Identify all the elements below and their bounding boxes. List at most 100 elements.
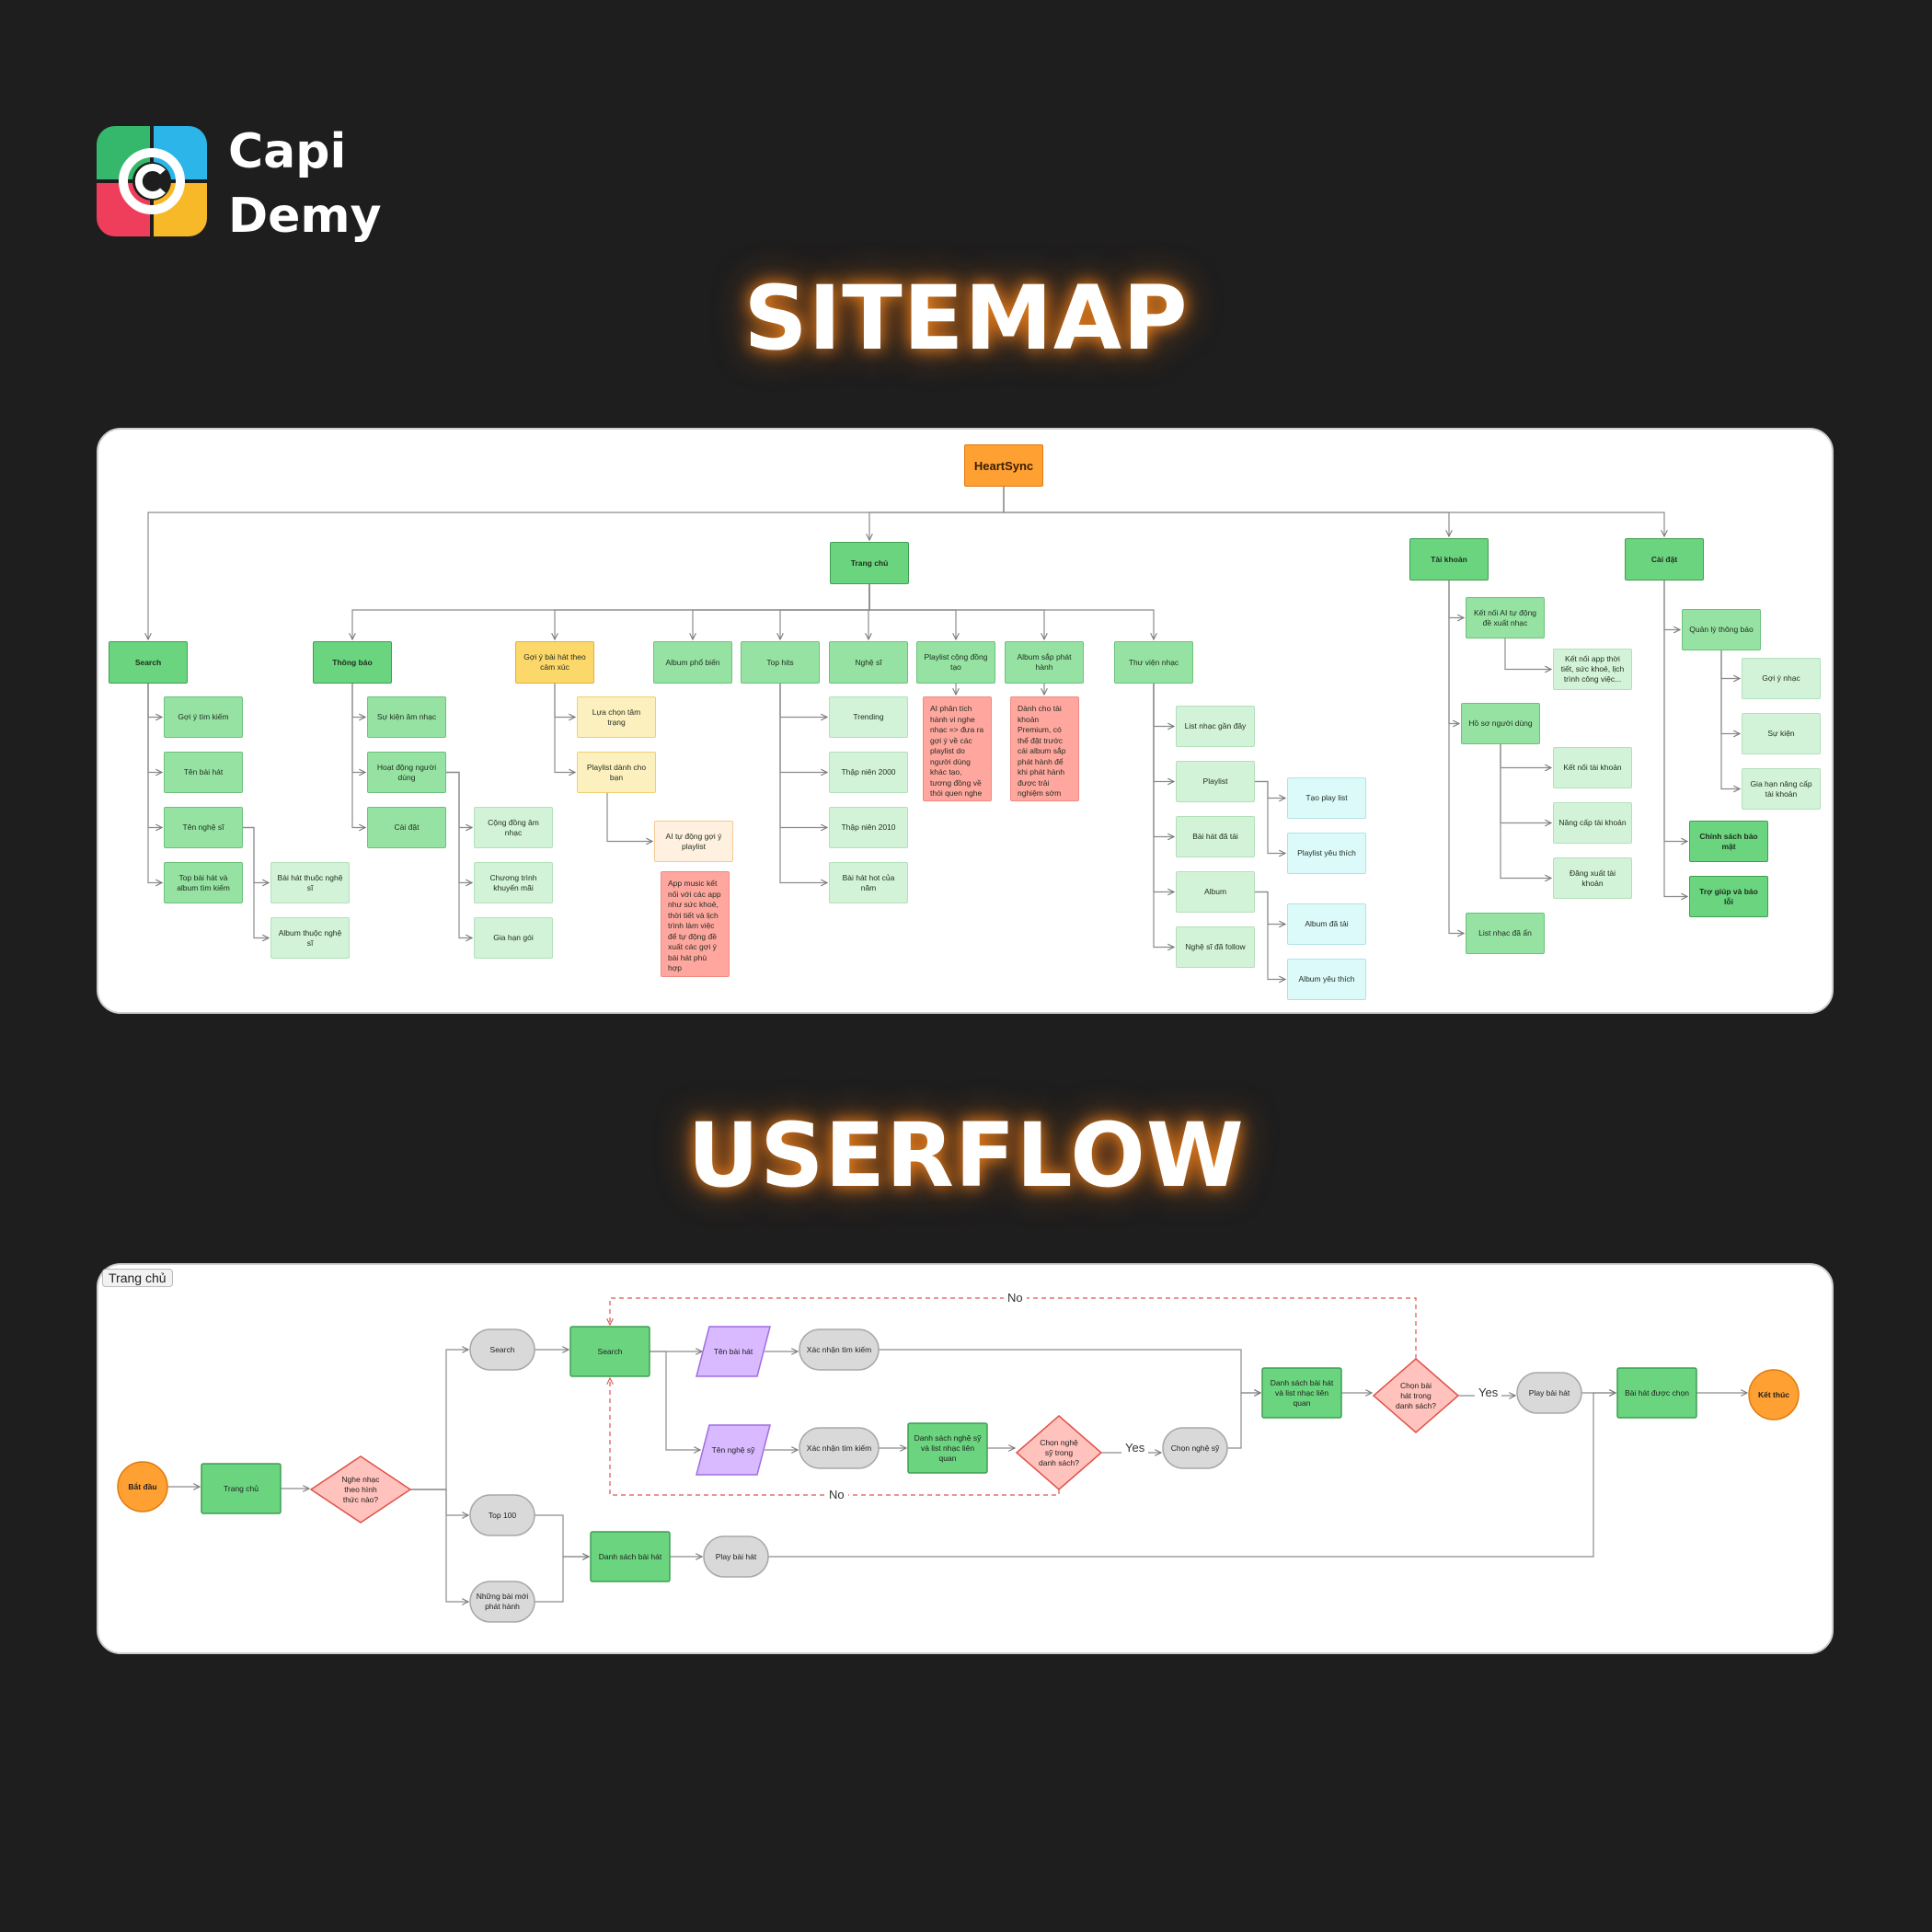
flow-edge-d1-moi <box>410 1489 468 1602</box>
flow-shape-chonns[interactable] <box>1162 1427 1228 1469</box>
sitemap-node-plcdnote[interactable]: AI phân tích hành vi nghe nhạc => đưa ra… <box>923 696 992 801</box>
flow-shape-xn2[interactable] <box>799 1427 880 1469</box>
sitemap-node-thongbao[interactable]: Thông báo <box>313 641 392 684</box>
connector-s2 <box>147 684 162 773</box>
flow-edge-d1-search <box>410 1350 468 1490</box>
sitemap-node-s2[interactable]: Tên bài hát <box>164 752 243 793</box>
flow-shape-dsbh2[interactable] <box>590 1531 671 1582</box>
sitemap-node-cd1c[interactable]: Gia hạn nâng cấp tài khoản <box>1742 768 1821 810</box>
sitemap-node-tb1[interactable]: Sự kiện âm nhạc <box>367 696 446 738</box>
sitemap-node-tb2[interactable]: Hoạt động người dùng <box>367 752 446 793</box>
sitemap-node-tv2[interactable]: Playlist <box>1176 761 1255 802</box>
connector-tk2b <box>1500 744 1551 823</box>
sitemap-node-th1[interactable]: Trending <box>829 696 908 738</box>
flow-shape-start[interactable] <box>117 1461 168 1512</box>
sitemap-node-tv4[interactable]: Album <box>1176 871 1255 913</box>
sitemap-node-taikhoan[interactable]: Tài khoản <box>1409 538 1489 581</box>
sitemap-node-th4[interactable]: Bài hát hot của năm <box>829 862 908 903</box>
sitemap-node-tv2b[interactable]: Playlist yêu thích <box>1287 833 1366 874</box>
flow-shape-searchRect[interactable] <box>569 1326 650 1377</box>
sitemap-node-albumpb[interactable]: Album phổ biến <box>653 641 732 684</box>
sitemap-node-goiy[interactable]: Gợi ý bài hát theo cảm xúc <box>515 641 594 684</box>
flow-shape-end[interactable] <box>1748 1369 1800 1420</box>
sitemap-node-th2[interactable]: Thập niên 2000 <box>829 752 908 793</box>
flow-shape-searchPill[interactable] <box>469 1328 535 1371</box>
flow-shape-play2[interactable] <box>703 1535 769 1578</box>
connector-tb2 <box>351 684 365 773</box>
sitemap-node-tk1[interactable]: Kết nối AI tự động đề xuất nhạc <box>1466 597 1545 638</box>
flow-shape-d3[interactable] <box>1372 1358 1460 1433</box>
flow-edge-xn1-dsbh <box>879 1349 1260 1393</box>
sitemap-node-tv4a[interactable]: Album đã tải <box>1287 903 1366 945</box>
connector-tophits <box>780 584 870 639</box>
sitemap-node-tv4b[interactable]: Album yêu thích <box>1287 959 1366 1000</box>
sitemap-node-gy2a[interactable]: AI tự động gợi ý playlist <box>654 821 733 862</box>
flow-shape-d1[interactable] <box>309 1455 412 1524</box>
connector-plcd <box>868 584 956 639</box>
connector-tv2b <box>1255 780 1285 854</box>
sitemap-node-trangchu[interactable]: Trang chủ <box>830 542 909 584</box>
connector-gy2a <box>606 793 652 842</box>
sitemap-node-th3[interactable]: Thập niên 2010 <box>829 807 908 848</box>
sitemap-node-cd1b[interactable]: Sự kiện <box>1742 713 1821 754</box>
sitemap-node-s3a[interactable]: Bài hát thuộc nghệ sĩ <box>270 862 350 903</box>
flow-edge-d1-top100 <box>410 1489 468 1515</box>
connector-tb3 <box>351 684 365 828</box>
connector-tv4 <box>1153 684 1174 892</box>
sitemap-node-cd1a[interactable]: Gợi ý nhạc <box>1742 658 1821 699</box>
flow-shape-d2[interactable] <box>1015 1415 1103 1490</box>
sitemap-node-tk2c[interactable]: Đăng xuất tài khoản <box>1553 857 1632 899</box>
yes-label-song: Yes <box>1475 1386 1502 1400</box>
connector-cd1b <box>1720 650 1740 734</box>
frame-label[interactable]: Trang chủ <box>102 1269 173 1287</box>
sitemap-node-s4[interactable]: Top bài hát và album tìm kiếm <box>164 862 243 903</box>
sitemap-node-nghesi[interactable]: Nghệ sĩ <box>829 641 908 684</box>
sitemap-node-tophits[interactable]: Top hits <box>741 641 820 684</box>
connector-cd1c <box>1720 650 1740 789</box>
sitemap-node-gy2note[interactable]: App music kết nối với các app như sức kh… <box>661 871 730 977</box>
sitemap-node-root[interactable]: HeartSync <box>964 444 1043 487</box>
flow-shape-home[interactable] <box>201 1463 282 1514</box>
sitemap-node-tk2b[interactable]: Nâng cấp tài khoản <box>1553 802 1632 844</box>
sitemap-node-albumsapnote[interactable]: Dành cho tài khoản Premium, có thể đặt t… <box>1010 696 1079 801</box>
sitemap-node-gy1[interactable]: Lựa chọn tâm trạng <box>577 696 656 738</box>
connector-tv3 <box>1153 684 1174 837</box>
flow-shape-xn1[interactable] <box>799 1328 880 1371</box>
flow-shape-dsbh[interactable] <box>1261 1367 1342 1419</box>
flow-shape-play1[interactable] <box>1516 1372 1582 1414</box>
sitemap-node-tb2a[interactable]: Cộng đồng âm nhạc <box>474 807 553 848</box>
sitemap-node-gy2[interactable]: Playlist dành cho bạn <box>577 752 656 793</box>
connector-tv4a <box>1255 891 1285 925</box>
sitemap-node-tk1a[interactable]: Kết nối app thời tiết, sức khoẻ, lịch tr… <box>1553 649 1632 690</box>
sitemap-node-search[interactable]: Search <box>109 641 188 684</box>
sitemap-node-caidat[interactable]: Cài đặt <box>1625 538 1704 581</box>
sitemap-node-thuvien[interactable]: Thư viện nhạc <box>1114 641 1193 684</box>
sitemap-node-cd2[interactable]: Chính sách bảo mật <box>1689 821 1768 862</box>
sitemap-node-s3b[interactable]: Album thuộc nghệ sĩ <box>270 917 350 959</box>
sitemap-node-tk2[interactable]: Hồ sơ người dùng <box>1461 703 1540 744</box>
sitemap-node-cd1[interactable]: Quản lý thông báo <box>1682 609 1761 650</box>
sitemap-node-s3[interactable]: Tên nghệ sĩ <box>164 807 243 848</box>
sitemap-node-plcd[interactable]: Playlist cộng đồng tạo <box>916 641 995 684</box>
sitemap-node-tb2c[interactable]: Gia hạn gói <box>474 917 553 959</box>
flow-shape-moi[interactable] <box>469 1581 535 1623</box>
flow-shape-tennghesy[interactable] <box>696 1424 771 1476</box>
connector-albumsap <box>868 584 1044 639</box>
sitemap-node-albumsap[interactable]: Album sắp phát hành <box>1005 641 1084 684</box>
flow-shape-top100[interactable] <box>469 1494 535 1536</box>
sitemap-node-tk2a[interactable]: Kết nối tài khoản <box>1553 747 1632 788</box>
connector-tk2c <box>1500 744 1551 879</box>
sitemap-node-s1[interactable]: Gợi ý tìm kiếm <box>164 696 243 738</box>
sitemap-node-tk3[interactable]: List nhạc đã ẩn <box>1466 913 1545 954</box>
flow-shape-bhdc[interactable] <box>1616 1367 1697 1419</box>
flow-edge-moi-dsbh2 <box>535 1557 589 1603</box>
sitemap-node-tb2b[interactable]: Chương trình khuyến mãi <box>474 862 553 903</box>
sitemap-node-tv5[interactable]: Nghệ sĩ đã follow <box>1176 926 1255 968</box>
sitemap-node-cd3[interactable]: Trợ giúp và báo lỗi <box>1689 876 1768 917</box>
flow-shape-tenbaihat[interactable] <box>696 1326 771 1377</box>
sitemap-node-tv3[interactable]: Bài hát đã tải <box>1176 816 1255 857</box>
sitemap-node-tv1[interactable]: List nhạc gần đây <box>1176 706 1255 747</box>
flow-shape-dsns[interactable] <box>907 1422 988 1474</box>
sitemap-node-tv2a[interactable]: Tạo play list <box>1287 777 1366 819</box>
sitemap-node-tb3[interactable]: Cài đặt <box>367 807 446 848</box>
